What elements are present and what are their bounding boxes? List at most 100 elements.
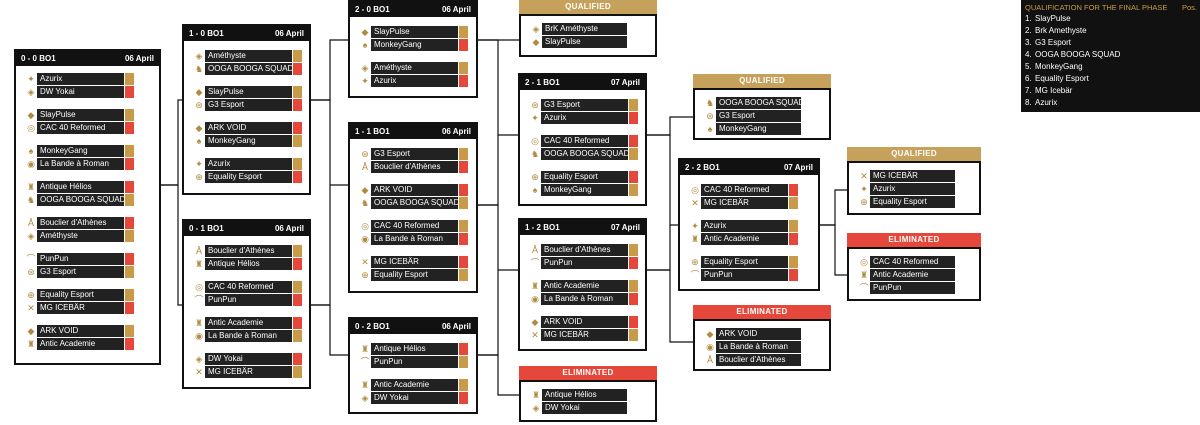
match[interactable]: ◈Améthyste♞OOGA BOOGA SQUAD: [194, 50, 302, 76]
team-row[interactable]: ♠MonkeyGang: [530, 184, 638, 196]
match[interactable]: ◆SlayPulse♠MonkeyGang: [360, 26, 468, 52]
team-row[interactable]: ♜Antique Hélios: [360, 343, 468, 355]
team-row[interactable]: ⊛G3 Esport: [360, 148, 468, 160]
team-row[interactable]: ✕MG ICEBÄR: [360, 256, 468, 268]
team-row[interactable]: ✦Azurix: [360, 75, 468, 87]
match[interactable]: ♜Antique Hélios♞OOGA BOOGA SQUAD: [26, 181, 134, 207]
match[interactable]: ♜Antic Academie◈DW Yokai: [360, 379, 468, 405]
team-row[interactable]: ♜Antic Academie: [360, 379, 468, 391]
team-row[interactable]: ⊕Equality Esport: [859, 196, 965, 208]
match[interactable]: ♜Antic Academie◉La Bande à Roman: [194, 317, 302, 343]
match[interactable]: ⊕Equality Esport✕MG ICEBÄR: [26, 289, 134, 315]
team-row[interactable]: ⊕Equality Esport: [194, 171, 302, 183]
team-row[interactable]: ◉La Bande à Roman: [360, 233, 468, 245]
team-row[interactable]: ◉La Bande à Roman: [26, 158, 134, 170]
team-row[interactable]: ♜Antic Academie: [194, 317, 302, 329]
match[interactable]: ♠MonkeyGang◉La Bande à Roman: [26, 145, 134, 171]
team-row[interactable]: ◎CAC 40 Reformed: [530, 135, 638, 147]
match[interactable]: ◆ARK VOID✕MG ICEBÄR: [530, 316, 638, 342]
team-row[interactable]: ◆SlayPulse: [26, 109, 134, 121]
team-row[interactable]: ✕MG ICEBÄR: [26, 302, 134, 314]
match[interactable]: ◆SlayPulse⊛G3 Esport: [194, 86, 302, 112]
team-row[interactable]: ⌒PunPun: [194, 294, 302, 306]
team-row[interactable]: ◆ARK VOID: [194, 122, 302, 134]
team-row[interactable]: ⊛G3 Esport: [530, 99, 638, 111]
team-row[interactable]: ♞OOGA BOOGA SQUAD: [360, 197, 468, 209]
team-row[interactable]: ♞OOGA BOOGA SQUAD: [530, 148, 638, 160]
match[interactable]: ◎CAC 40 Reformed✕MG ICEBÄR: [690, 184, 798, 210]
team-row[interactable]: ⌒PunPun: [690, 269, 798, 281]
team-row[interactable]: ✦Azurix: [859, 183, 965, 195]
team-row[interactable]: ⊕Equality Esport: [690, 256, 798, 268]
team-row[interactable]: ◉La Bande à Roman: [705, 341, 811, 353]
team-row[interactable]: ◉La Bande à Roman: [530, 293, 638, 305]
match[interactable]: ◆ARK VOID♜Antic Academie: [26, 325, 134, 351]
team-row[interactable]: ◎CAC 40 Reformed: [26, 122, 134, 134]
match[interactable]: ◈Améthyste✦Azurix: [360, 62, 468, 88]
team-row[interactable]: ♜Antique Hélios: [26, 181, 134, 193]
match[interactable]: ◆ARK VOID♠MonkeyGang: [194, 122, 302, 148]
team-row[interactable]: ◎CAC 40 Reformed: [360, 220, 468, 232]
team-row[interactable]: ◆SlayPulse: [194, 86, 302, 98]
match[interactable]: ♜Antique Hélios⌒PunPun: [360, 343, 468, 369]
team-row[interactable]: ⊕Equality Esport: [26, 289, 134, 301]
team-row[interactable]: ♜Antic Academie: [859, 269, 965, 281]
team-row[interactable]: ♞OOGA BOOGA SQUAD: [194, 63, 302, 75]
team-row[interactable]: ◈Améthyste: [26, 230, 134, 242]
team-row[interactable]: ✦Azurix: [26, 73, 134, 85]
team-row[interactable]: ♜Antic Academie: [690, 233, 798, 245]
team-row[interactable]: ♠MonkeyGang: [194, 135, 302, 147]
match[interactable]: ⊛G3 Esport✦Azurix: [530, 99, 638, 125]
team-row[interactable]: ◆SlayPulse: [360, 26, 468, 38]
team-row[interactable]: ✦Azurix: [690, 220, 798, 232]
team-row[interactable]: ✦Azurix: [194, 158, 302, 170]
team-row[interactable]: ⌒PunPun: [360, 356, 468, 368]
match[interactable]: ⊕Equality Esport♠MonkeyGang: [530, 171, 638, 197]
match[interactable]: ♜Antic Academie◉La Bande à Roman: [530, 280, 638, 306]
team-row[interactable]: ◈DW Yokai: [26, 86, 134, 98]
team-row[interactable]: ✕MG ICEBÄR: [690, 197, 798, 209]
team-row[interactable]: ♠MonkeyGang: [26, 145, 134, 157]
team-row[interactable]: ◆ARK VOID: [360, 184, 468, 196]
team-row[interactable]: ◈DW Yokai: [360, 392, 468, 404]
team-row[interactable]: ◆ARK VOID: [530, 316, 638, 328]
team-row[interactable]: ♜Antic Academie: [26, 338, 134, 350]
team-row[interactable]: ⊛G3 Esport: [705, 110, 811, 122]
team-row[interactable]: ⌒PunPun: [26, 253, 134, 265]
team-row[interactable]: ◎CAC 40 Reformed: [194, 281, 302, 293]
team-row[interactable]: ◈Améthyste: [194, 50, 302, 62]
team-row[interactable]: ◉La Bande à Roman: [194, 330, 302, 342]
team-row[interactable]: ♞OOGA BOOGA SQUAD: [26, 194, 134, 206]
team-row[interactable]: ◆SlayPulse: [531, 36, 637, 48]
team-row[interactable]: ✕MG ICEBÄR: [530, 329, 638, 341]
match[interactable]: ◆ARK VOID♞OOGA BOOGA SQUAD: [360, 184, 468, 210]
match[interactable]: ✕MG ICEBÄR⊕Equality Esport: [360, 256, 468, 282]
team-row[interactable]: ◈DW Yokai: [194, 353, 302, 365]
team-row[interactable]: ✦Azurix: [530, 112, 638, 124]
team-row[interactable]: ◈DW Yokai: [531, 402, 637, 414]
match[interactable]: ◎CAC 40 Reformed⌒PunPun: [194, 281, 302, 307]
team-row[interactable]: ◎CAC 40 Reformed: [690, 184, 798, 196]
team-row[interactable]: ⌒PunPun: [859, 282, 965, 294]
team-row[interactable]: ◎CAC 40 Reformed: [859, 256, 965, 268]
team-row[interactable]: ⊛G3 Esport: [194, 99, 302, 111]
match[interactable]: ◎CAC 40 Reformed♞OOGA BOOGA SQUAD: [530, 135, 638, 161]
match[interactable]: ◈DW Yokai✕MG ICEBÄR: [194, 353, 302, 379]
team-row[interactable]: ◆ARK VOID: [26, 325, 134, 337]
match[interactable]: ⊕Equality Esport⌒PunPun: [690, 256, 798, 282]
team-row[interactable]: ♠MonkeyGang: [360, 39, 468, 51]
team-row[interactable]: ♞OOGA BOOGA SQUAD: [705, 97, 811, 109]
match[interactable]: ✦Azurix◈DW Yokai: [26, 73, 134, 99]
team-row[interactable]: ♜Antique Hélios: [531, 389, 637, 401]
team-row[interactable]: ⊕Equality Esport: [360, 269, 468, 281]
team-row[interactable]: ♜Antic Academie: [530, 280, 638, 292]
team-row[interactable]: ◈Améthyste: [360, 62, 468, 74]
